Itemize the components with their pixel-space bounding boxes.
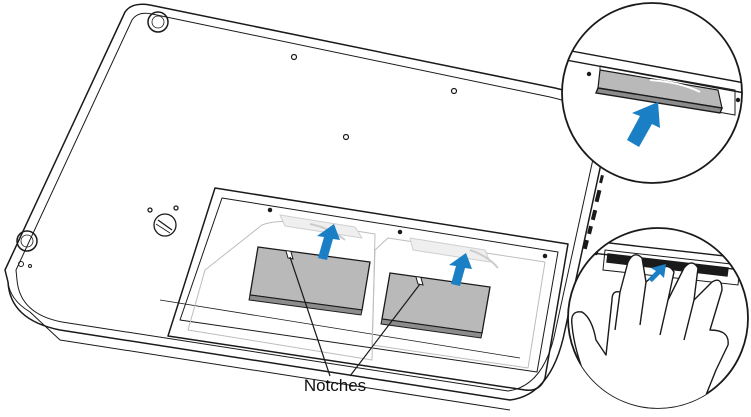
memory-module-icon [248, 246, 491, 339]
upward-arrow-icon [627, 102, 660, 147]
notch-leader-lines [289, 256, 421, 377]
upward-arrow-icon [317, 224, 472, 286]
detail-circle-insert-angle [561, 2, 743, 184]
side-ports [582, 174, 604, 250]
upward-arrow-icon [648, 264, 666, 282]
status-lights [18, 261, 32, 268]
memory-bay [167, 187, 569, 391]
screw-icon [290, 53, 458, 141]
hand-icon [571, 254, 729, 408]
detail-circle-press-module [567, 227, 749, 409]
battery-latch-icon [147, 205, 179, 237]
rubber-feet [16, 11, 169, 252]
notches-callout-label: Notches [303, 376, 367, 395]
